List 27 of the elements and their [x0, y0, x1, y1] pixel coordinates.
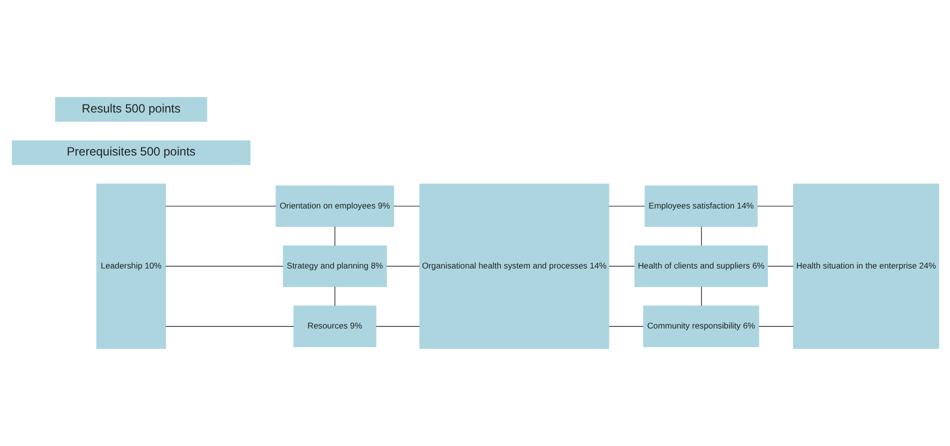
- connector: [608, 206, 645, 207]
- connector: [164, 266, 283, 267]
- node-box: Results 500 points: [54, 97, 207, 122]
- connector: [164, 206, 276, 207]
- connector: [700, 286, 702, 306]
- connector: [700, 226, 702, 246]
- node-box: Orientation on employees 9%: [275, 185, 394, 227]
- connector: [766, 266, 794, 267]
- node-box: Resources 9%: [292, 306, 376, 348]
- connector: [334, 286, 335, 306]
- connector: [386, 266, 420, 267]
- node-box: Strategy and planning 8%: [282, 246, 386, 287]
- node-box: Health of clients and suppliers 6%: [634, 246, 768, 287]
- connector: [164, 326, 294, 327]
- node-box: Community responsibility 6%: [642, 306, 759, 348]
- node-box: Leadership 10%: [96, 184, 166, 349]
- connector: [608, 266, 634, 267]
- node-box: Prerequisites 500 points: [11, 140, 250, 166]
- connector: [758, 326, 794, 327]
- node-box: Organisational health system and processes 14%: [418, 184, 609, 349]
- connector: [334, 226, 335, 246]
- node-box: Health situation in the enterprise 24%: [792, 184, 939, 349]
- connector: [393, 206, 420, 207]
- node-box: Employees satisfaction 14%: [644, 185, 758, 227]
- connector: [608, 326, 644, 327]
- connector: [756, 206, 793, 207]
- connector: [375, 326, 420, 327]
